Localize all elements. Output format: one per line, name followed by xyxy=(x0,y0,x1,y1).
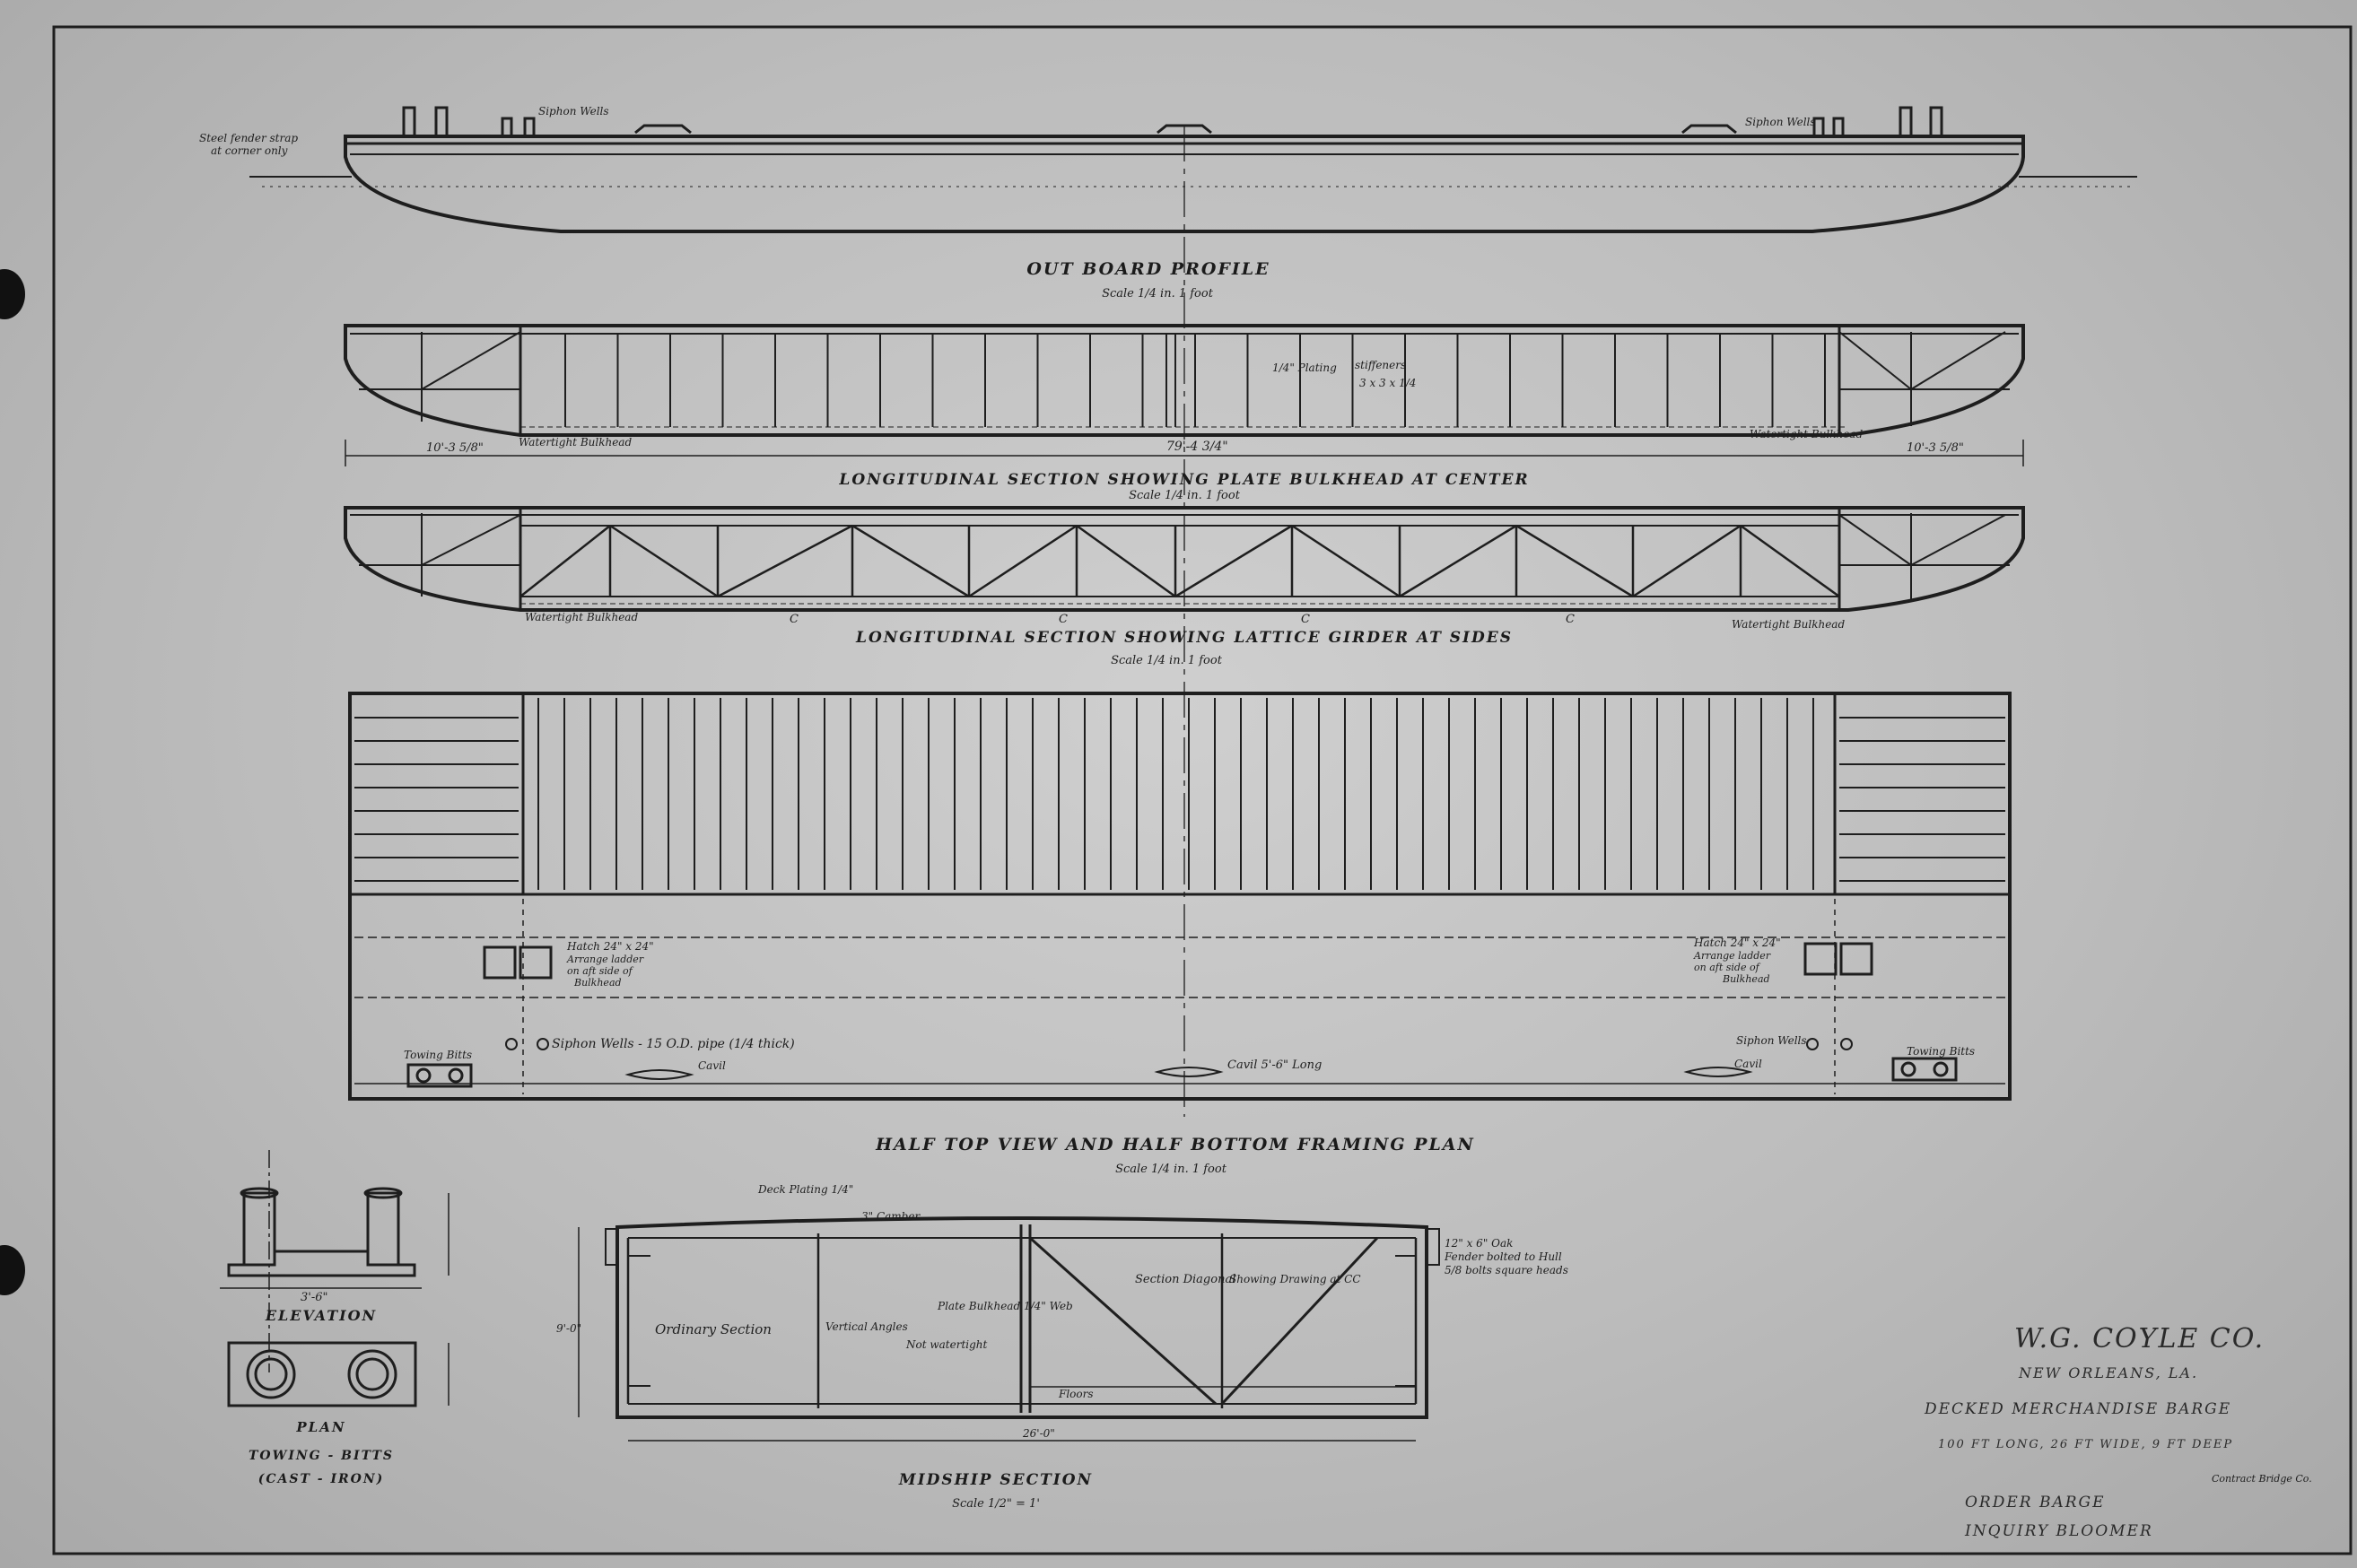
cavil-right: Cavil xyxy=(1734,1058,1762,1070)
plate-bulkhead-label: Plate Bulkhead 1/4" Web xyxy=(937,1300,1073,1312)
outboard-title: OUT BOARD PROFILE xyxy=(1026,259,1270,279)
midship-title: MIDSHIP SECTION xyxy=(898,1471,1093,1489)
towing-bitts-label-left: Towing Bitts xyxy=(404,1049,472,1061)
fender-note-2: at corner only xyxy=(211,144,288,157)
hatch-right-3: on aft side of xyxy=(1694,962,1761,973)
lattice-diagonal xyxy=(1399,524,1517,598)
midship-section: Deck Plating 1/4" 3" Camber Ordinary Sec… xyxy=(556,1183,1568,1511)
watertight-bulkhead-left: Watertight Bulkhead xyxy=(519,436,632,449)
stiffener-size: 3 x 3 x 1/4 xyxy=(1359,377,1416,389)
title-notes: Contract Bridge Co. xyxy=(2212,1473,2312,1485)
outboard-scale: Scale 1/4 in. 1 foot xyxy=(1102,287,1214,301)
sheet-border xyxy=(52,25,2353,1555)
drawing-subject: DECKED MERCHANDISE BARGE xyxy=(1924,1400,2231,1418)
long1-title: LONGITUDINAL SECTION SHOWING PLATE BULKH… xyxy=(838,471,1529,489)
dim-left: 10'-3 5/8" xyxy=(426,441,484,455)
c-mark-2: C xyxy=(1059,613,1068,626)
lattice-diagonal xyxy=(1174,524,1293,598)
framing-plan: Hatch 24" x 24" Arrange ladder on aft si… xyxy=(348,692,2012,1176)
c-mark-4: C xyxy=(1566,613,1575,626)
inquiry-label: INQUIRY BLOOMER xyxy=(1964,1522,2153,1540)
long2-scale: Scale 1/4 in. 1 foot xyxy=(1111,654,1223,667)
showing-drawing-label: Showing Drawing at CC xyxy=(1229,1273,1361,1285)
lattice-diagonal xyxy=(1740,524,1840,598)
fender-note: Steel fender strap xyxy=(199,132,298,144)
longitudinal-section-lattice-girder: Watertight Bulkhead Watertight Bulkhead … xyxy=(344,506,2025,667)
outboard-profile: Steel fender strap at corner only Siphon… xyxy=(199,105,2137,301)
bitts-caption-1: TOWING - BITTS xyxy=(249,1449,394,1463)
not-watertight-label: Not watertight xyxy=(905,1338,988,1351)
lattice-diagonal xyxy=(1632,524,1742,598)
cavil-left: Cavil xyxy=(698,1059,726,1072)
floors-label: Floors xyxy=(1058,1388,1094,1400)
towing-bitts-detail: 3'-6" ELEVATION PLAN TOWING - BITTS (CAS… xyxy=(220,1150,450,1486)
cavil-center: Cavil 5'-6" Long xyxy=(1227,1058,1322,1072)
c-mark-1: C xyxy=(790,613,799,626)
plan-bitts-title: PLAN xyxy=(295,1419,345,1435)
order-label: ORDER BARGE xyxy=(1965,1494,2106,1511)
hatch-right-2: Arrange ladder xyxy=(1693,950,1771,962)
plan-title: HALF TOP VIEW AND HALF BOTTOM FRAMING PL… xyxy=(875,1135,1475,1154)
plan-scale: Scale 1/4 in. 1 foot xyxy=(1115,1163,1227,1176)
beam-dim: 26'-0" xyxy=(1022,1427,1055,1440)
lattice-diagonal xyxy=(1076,524,1176,598)
hatch-right-1: Hatch 24" x 24" xyxy=(1693,936,1781,949)
oak-note-3: 5/8 bolts square heads xyxy=(1445,1264,1568,1276)
elevation-title: ELEVATION xyxy=(265,1307,377,1324)
lattice-diagonal xyxy=(1515,524,1634,598)
siphon-wells-label-right: Siphon Wells xyxy=(1745,116,1816,128)
depth-dim: 9'-0" xyxy=(556,1322,581,1335)
hatch-left-2: Arrange ladder xyxy=(566,954,644,965)
siphon-wells-label-left: Siphon Wells xyxy=(538,105,609,118)
lattice-diagonal xyxy=(1291,524,1401,598)
bitts-width-dim: 3'-6" xyxy=(301,1291,328,1304)
company-name: W.G. COYLE CO. xyxy=(2014,1323,2265,1355)
company-city: NEW ORLEANS, LA. xyxy=(2018,1364,2198,1381)
section-diagonal-label: Section Diagonal xyxy=(1135,1273,1235,1286)
oak-note-1: 12" x 6" Oak xyxy=(1445,1237,1513,1250)
deck-plating-label: Deck Plating 1/4" xyxy=(757,1183,853,1196)
midship-scale: Scale 1/2" = 1' xyxy=(952,1497,1040,1511)
watertight-bulkhead-left-2: Watertight Bulkhead xyxy=(525,611,638,623)
c-mark-3: C xyxy=(1301,613,1310,626)
siphon-wells-plan-left: Siphon Wells - 15 O.D. pipe (1/4 thick) xyxy=(552,1037,795,1051)
camber-label: 3" Camber xyxy=(861,1210,921,1223)
dim-center: 79'-4 3/4" xyxy=(1166,440,1228,454)
lattice-diagonal xyxy=(717,524,853,598)
long2-title: LONGITUDINAL SECTION SHOWING LATTICE GIR… xyxy=(855,629,1513,647)
towing-bitts-label-right: Towing Bitts xyxy=(1907,1045,1975,1058)
hatch-right-4: Bulkhead xyxy=(1722,973,1770,985)
vertical-angles-label: Vertical Angles xyxy=(825,1320,908,1333)
lattice-diagonal xyxy=(851,524,970,598)
longitudinal-section-plate-bulkhead: 1/4" Plating stiffeners 3 x 3 x 1/4 Wate… xyxy=(344,324,2025,502)
barge-size: 100 FT LONG, 26 FT WIDE, 9 FT DEEP xyxy=(1938,1438,2233,1451)
lattice-diagonal xyxy=(968,524,1078,598)
long1-scale: Scale 1/4 in. 1 foot xyxy=(1129,489,1241,502)
watertight-bulkhead-right-2: Watertight Bulkhead xyxy=(1732,618,1845,631)
oak-note-2: Fender bolted to Hull xyxy=(1444,1250,1562,1263)
stiffeners-note: stiffeners xyxy=(1355,359,1406,371)
title-block: W.G. COYLE CO. NEW ORLEANS, LA. DECKED M… xyxy=(1924,1323,2312,1540)
lattice-diagonal xyxy=(609,524,719,598)
plating-note: 1/4" Plating xyxy=(1272,362,1337,374)
lattice-diagonal xyxy=(519,525,611,597)
ordinary-section-label: Ordinary Section xyxy=(655,1321,772,1337)
dim-right: 10'-3 5/8" xyxy=(1907,441,1964,455)
siphon-wells-plan-right: Siphon Wells xyxy=(1736,1034,1807,1047)
watertight-bulkhead-right: Watertight Bulkhead xyxy=(1750,428,1863,440)
hatch-left-3: on aft side of xyxy=(567,965,634,977)
bitts-caption-2: (CAST - IRON) xyxy=(258,1472,385,1486)
hatch-left-4: Bulkhead xyxy=(573,977,622,989)
hatch-left-1: Hatch 24" x 24" xyxy=(566,940,654,953)
